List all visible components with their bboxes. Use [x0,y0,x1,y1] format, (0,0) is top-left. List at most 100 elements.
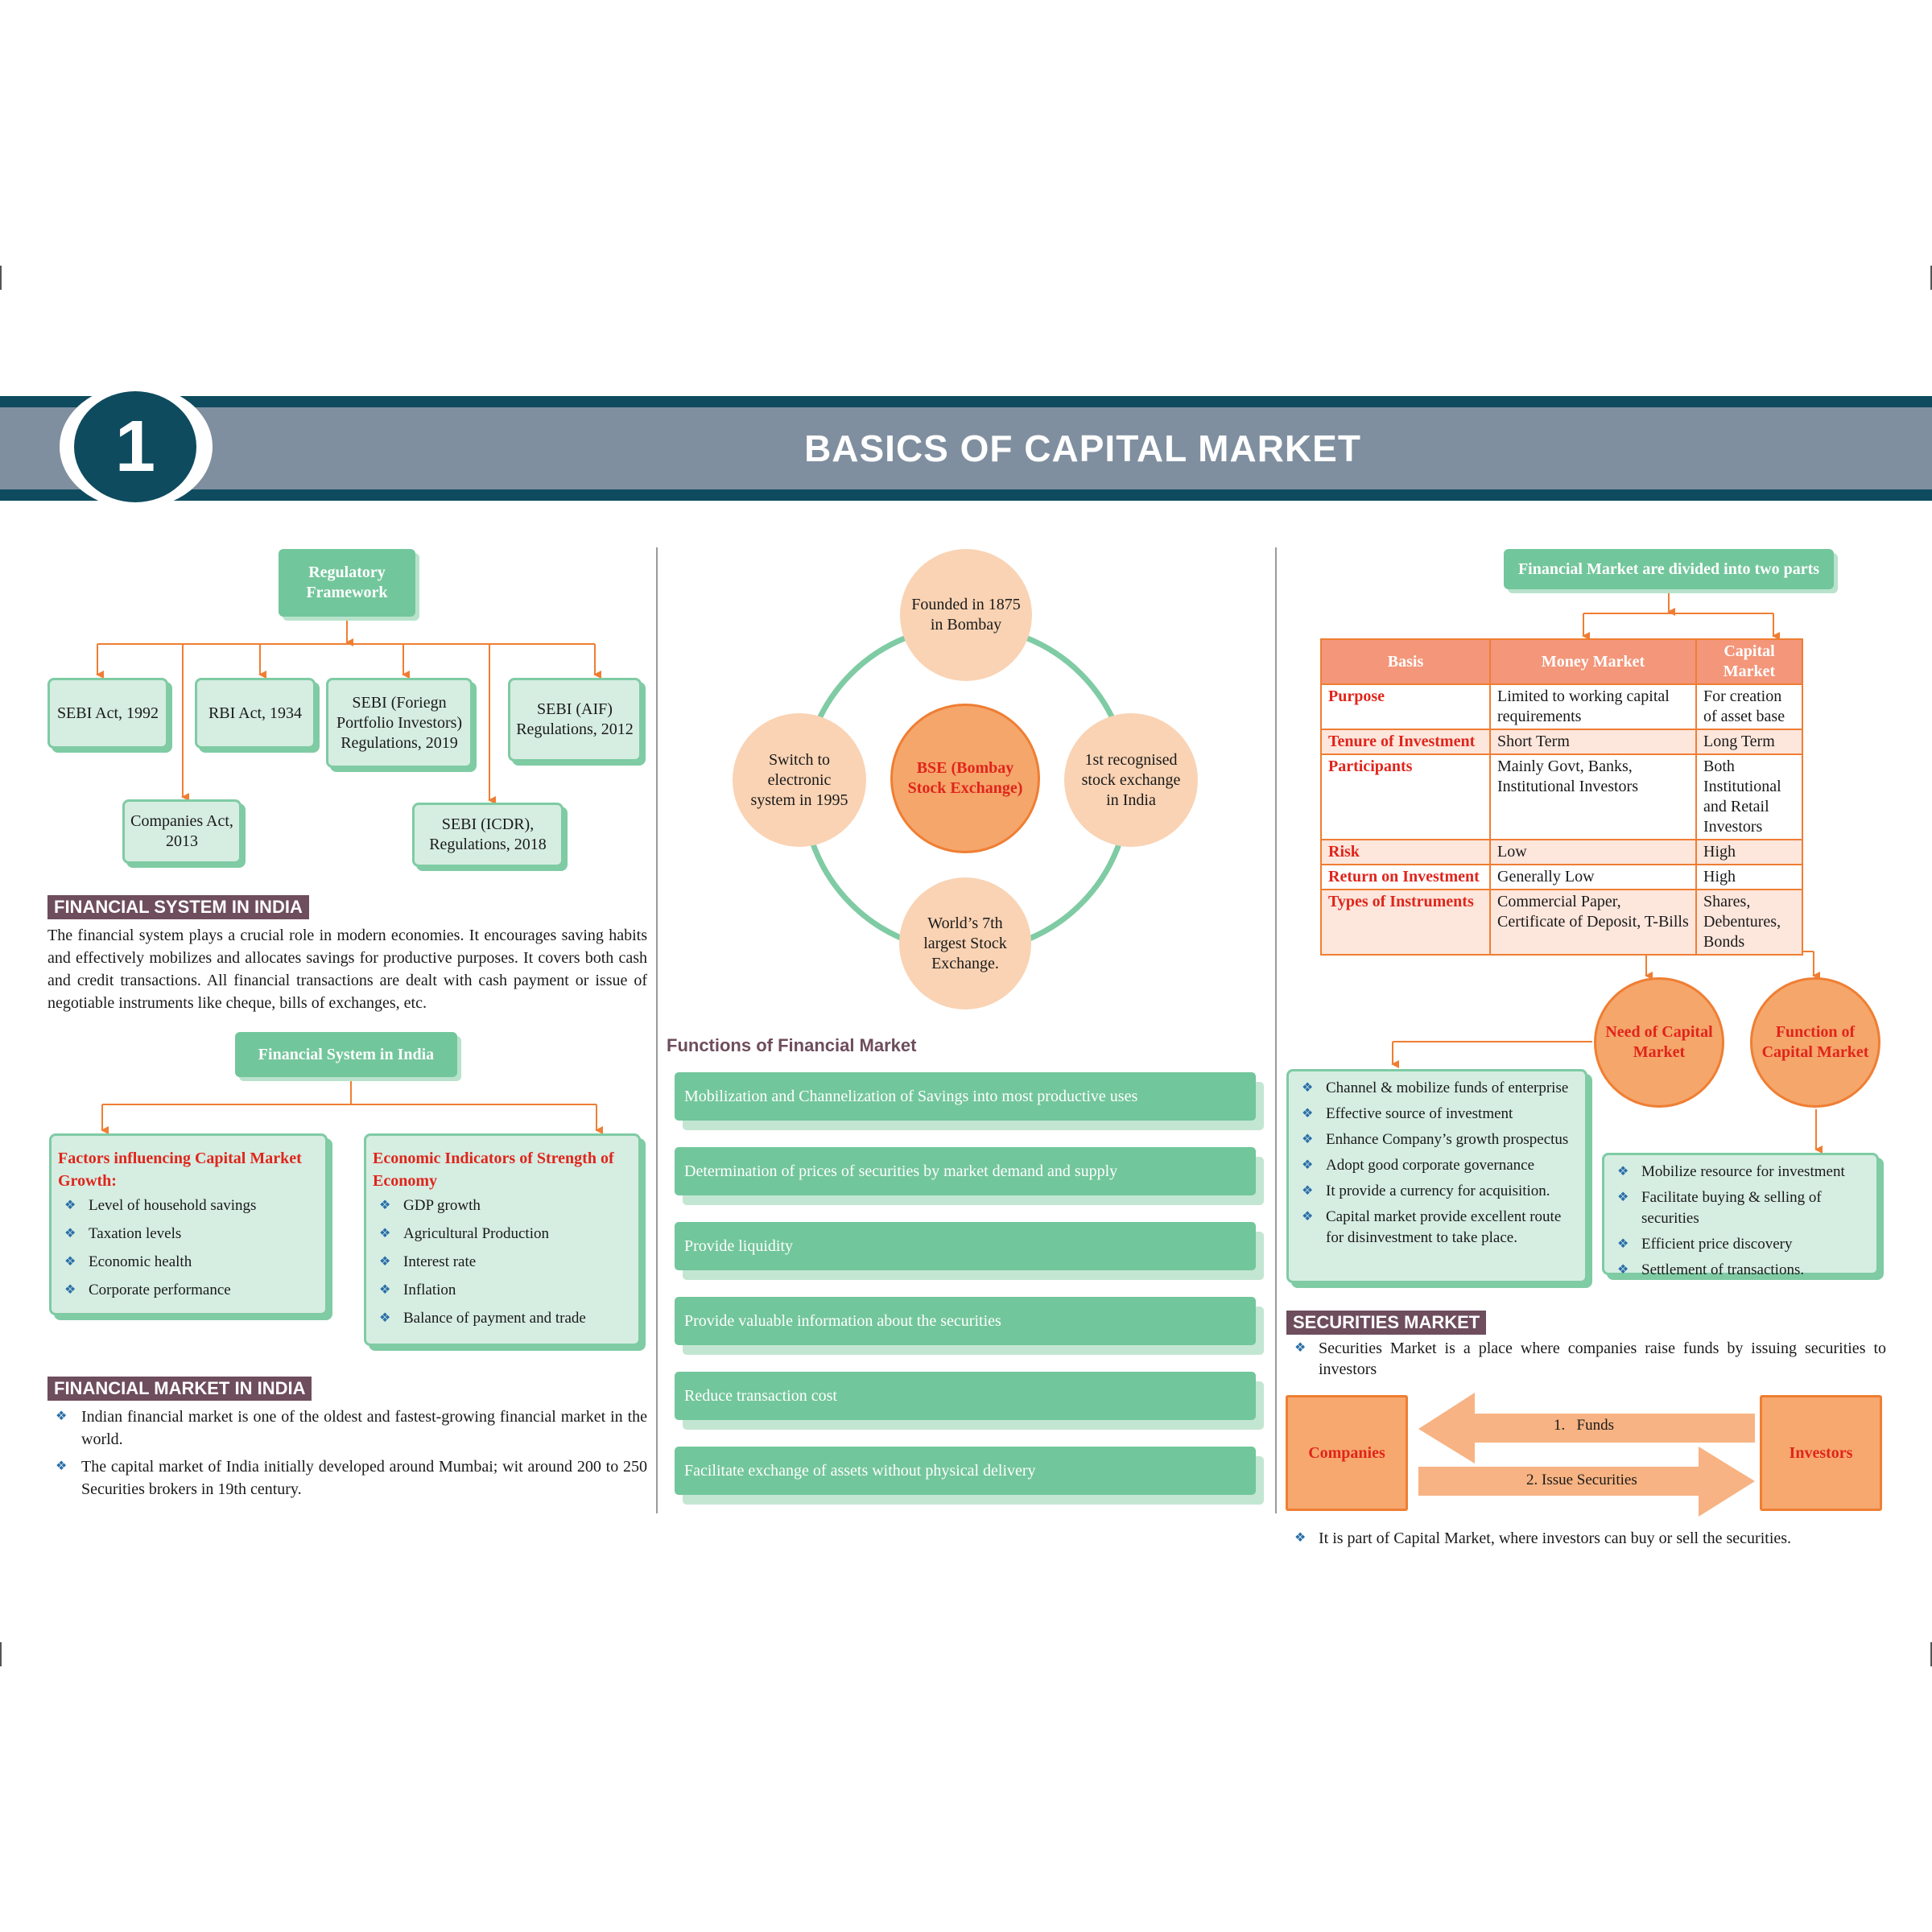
list-item: Inflation [371,1280,630,1301]
function-list-box: Mobilize resource for investment Facilit… [1602,1153,1879,1281]
table-cell: Limited to working capital requirements [1489,683,1697,730]
table-header: Money Market [1489,638,1697,685]
section-heading: FINANCIAL SYSTEM IN INDIA [47,895,309,919]
comparison-table: Basis Money Market Capital Market Purpos… [1320,638,1803,956]
funds-arrow-label: 1. Funds [1554,1417,1614,1434]
indicators-box: Economic Indicators of Strength of Econo… [364,1133,641,1346]
header-band [0,407,1932,489]
table-header: Capital Market [1695,638,1803,685]
factors-box: Factors influencing Capital Market Growt… [49,1133,328,1315]
bse-fact-circle: Switch to electronic system in 1995 [733,713,866,847]
regulation-box: RBI Act, 1934 [195,678,316,749]
securities-intro-list: Securities Market is a place where compa… [1286,1338,1886,1387]
issue-securities-arrow-label: 2. Issue Securities [1526,1472,1637,1488]
crop-mark [0,1642,2,1666]
investors-box: Investors [1760,1395,1882,1511]
table-cell: Shares, Debentures, Bonds [1695,889,1803,956]
table-cell: Return on Investment [1320,864,1491,890]
list-item: Settlement of transactions. [1609,1260,1868,1281]
list-item: Channel & mobilize funds of enterprise [1294,1078,1577,1099]
bse-fact-circle: 1st recognised stock exchange in India [1064,713,1198,847]
table-cell: High [1695,864,1803,890]
function-item: Mobilization and Channelization of Savin… [675,1072,1256,1121]
need-capital-market-circle: Need of Capital Market [1594,977,1724,1108]
list-item: It provide a currency for acquisition. [1294,1181,1577,1202]
column-divider [656,547,658,1513]
bse-center-circle: BSE (Bombay Stock Exchange) [890,704,1040,853]
list-item: Taxation levels [56,1224,317,1245]
table-row: Return on Investment Generally Low High [1320,864,1803,890]
regulation-box: Companies Act, 2013 [122,799,242,864]
list-item: Level of household savings [56,1195,317,1216]
function-item: Facilitate exchange of assets without ph… [675,1447,1256,1495]
bse-fact-circle: Founded in 1875 in Bombay [900,549,1032,681]
header-band-top [0,396,1932,407]
table-cell: Short Term [1489,729,1697,755]
market-parts-box: Financial Market are divided into two pa… [1504,549,1834,589]
companies-box: Companies [1286,1395,1408,1511]
list-item: Adopt good corporate governance [1294,1155,1577,1176]
table-cell: Risk [1320,839,1491,865]
table-row: Tenure of Investment Short Term Long Ter… [1320,729,1803,755]
table-cell: Participants [1320,753,1491,840]
table-cell: Tenure of Investment [1320,729,1491,755]
table-cell: Commercial Paper, Certificate of Deposit… [1489,889,1697,956]
table-cell: High [1695,839,1803,865]
financial-market-list: Indian financial market is one of the ol… [47,1406,647,1508]
table-row: Purpose Limited to working capital requi… [1320,683,1803,730]
regulatory-framework-box: Regulatory Framework [279,549,415,617]
table-cell: Both Institutional and Retail Investors [1695,753,1803,840]
crop-mark [1930,266,1932,290]
table-row: Risk Low High [1320,839,1803,865]
table-header: Basis [1320,638,1491,685]
table-row: Participants Mainly Govt, Banks, Institu… [1320,753,1803,840]
securities-note-list: It is part of Capital Market, where inve… [1286,1528,1886,1556]
column-divider [1275,547,1277,1513]
list-item: Balance of payment and trade [371,1308,630,1329]
regulation-box: SEBI Act, 1992 [47,678,168,749]
list-item: Facilitate buying & selling of securitie… [1609,1187,1868,1229]
list-item: The capital market of India initially de… [47,1455,647,1501]
table-cell: Mainly Govt, Banks, Institutional Invest… [1489,753,1697,840]
list-item: Agricultural Production [371,1224,630,1245]
section-heading: FINANCIAL MARKET IN INDIA [47,1377,312,1401]
list-item: Corporate performance [56,1280,317,1301]
list-item: Indian financial market is one of the ol… [47,1406,647,1451]
list-item: Securities Market is a place where compa… [1286,1338,1886,1380]
function-item: Determination of prices of securities by… [675,1147,1256,1195]
list-item: Enhance Company’s growth prospectus [1294,1129,1577,1150]
need-list-box: Channel & mobilize funds of enterprise E… [1286,1069,1587,1283]
factors-title: Factors influencing Capital Market Growt… [58,1150,302,1190]
list-item: Mobilize resource for investment [1609,1162,1868,1183]
function-capital-market-circle: Function of Capital Market [1750,977,1880,1108]
header-band-bottom [0,489,1932,501]
list-item: Interest rate [371,1252,630,1273]
table-cell: Generally Low [1489,864,1697,890]
table-cell: Types of Instruments [1320,889,1491,956]
list-item: Capital market provide excellent route f… [1294,1207,1577,1249]
regulation-box: SEBI (Foriegn Portfolio Investors) Regul… [326,678,473,768]
list-item: It is part of Capital Market, where inve… [1286,1528,1886,1549]
financial-system-paragraph: The financial system plays a crucial rol… [47,927,647,1012]
table-row: Types of Instruments Commercial Paper, C… [1320,889,1803,956]
list-item: Economic health [56,1252,317,1273]
functions-heading: Functions of Financial Market [667,1035,917,1055]
table-cell: Long Term [1695,729,1803,755]
chapter-number: 1 [74,391,196,502]
function-item: Provide liquidity [675,1222,1256,1270]
section-heading: SECURITIES MARKET [1286,1311,1487,1335]
list-item: Efficient price discovery [1609,1234,1868,1255]
list-item: GDP growth [371,1195,630,1216]
bse-fact-circle: World’s 7th largest Stock Exchange. [899,877,1031,1009]
table-cell: Low [1489,839,1697,865]
list-item: Effective source of investment [1294,1104,1577,1125]
page-title: BASICS OF CAPITAL MARKET [804,427,1361,469]
regulation-box: SEBI (AIF) Regulations, 2012 [508,678,642,762]
table-cell: Purpose [1320,683,1491,730]
regulation-box: SEBI (ICDR), Regulations, 2018 [412,803,564,867]
financial-system-box: Financial System in India [235,1032,457,1077]
function-item: Provide valuable information about the s… [675,1297,1256,1345]
indicators-title: Economic Indicators of Strength of Econo… [373,1150,614,1190]
crop-mark [0,266,2,290]
crop-mark [1930,1642,1932,1666]
